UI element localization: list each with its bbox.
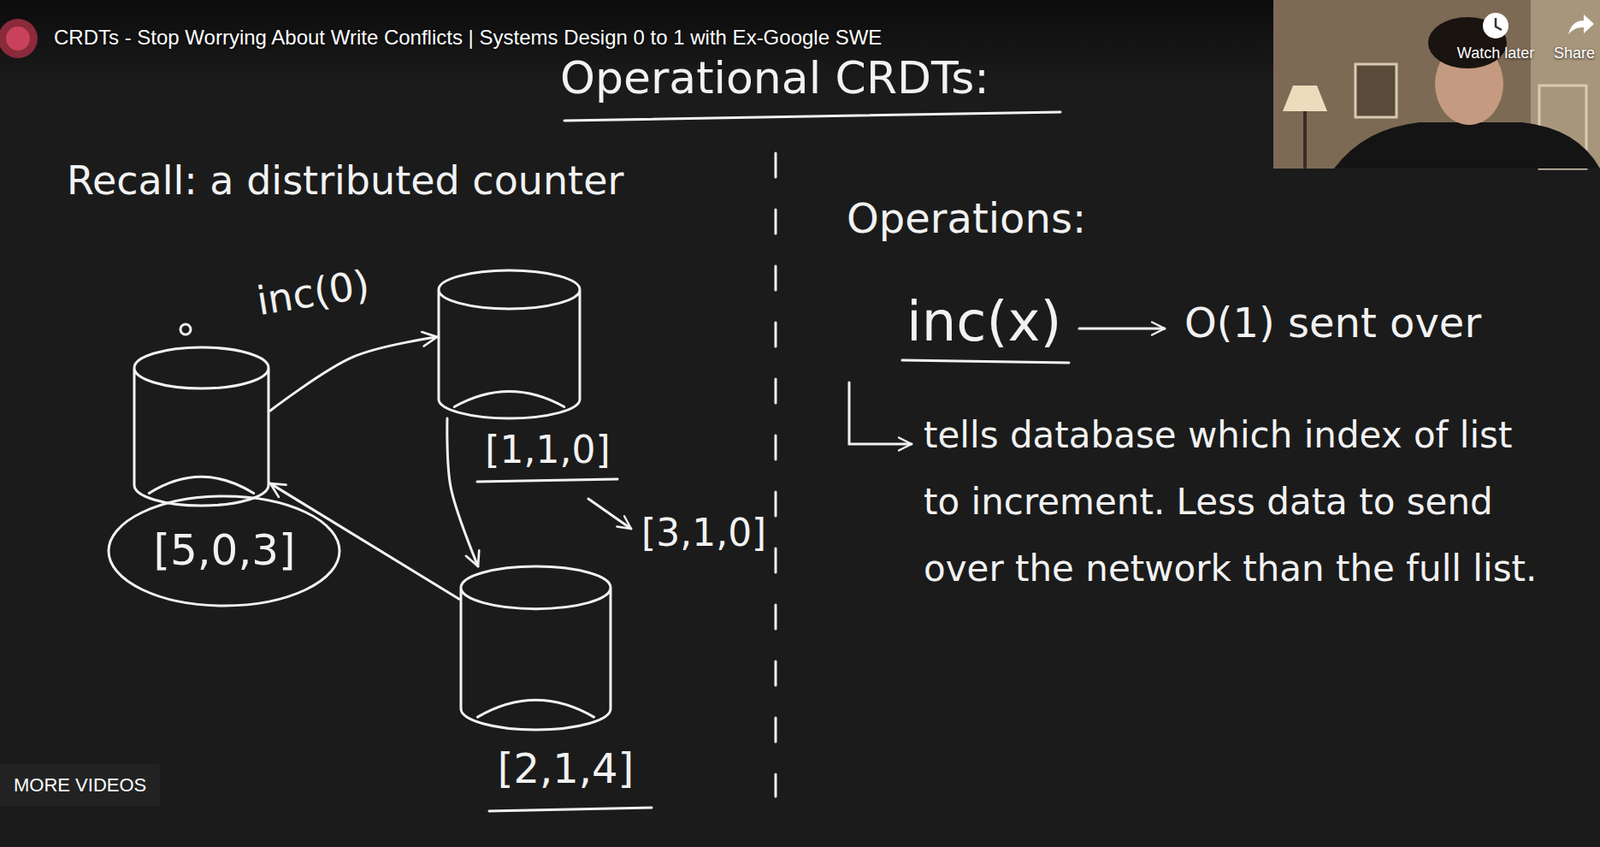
circled-list	[108, 495, 340, 606]
avatar-inner	[5, 26, 30, 51]
shirt	[1334, 122, 1600, 169]
recall-heading: Recall: a distributed counter	[66, 158, 624, 204]
watch-later-icon	[1482, 12, 1509, 39]
cylinder-shape	[438, 270, 580, 419]
result-arrow	[1079, 327, 1165, 331]
explanation: tells database which index of list to in…	[923, 401, 1557, 603]
dot-mark	[180, 324, 191, 335]
lamp-stand	[1303, 111, 1307, 169]
node-value: [5,0,3]	[153, 525, 296, 576]
list-underline	[489, 807, 652, 811]
cost-note: O(1) sent over	[1184, 299, 1482, 347]
arrow-connector	[270, 336, 437, 411]
share-icon	[1568, 14, 1595, 35]
list-underline	[477, 478, 618, 482]
clock-face	[1482, 12, 1509, 39]
presenter-thumbnail	[1273, 0, 1600, 169]
board-title: Operational CRDTs:	[560, 53, 990, 105]
cylinder-shape	[134, 347, 269, 506]
list-value: [3,1,0]	[641, 511, 767, 555]
edge-label: inc(0)	[253, 261, 373, 325]
database-cylinder: [1,1,0]	[436, 270, 582, 419]
leader-arrow	[588, 498, 632, 529]
database-cylinder: [2,1,4]	[459, 566, 613, 730]
cylinder-outline	[132, 347, 271, 506]
cylinder-outline	[436, 270, 582, 419]
title-underline	[564, 112, 1061, 121]
watch-later-text: Watch later	[1457, 44, 1535, 63]
section-heading: Operations:	[846, 194, 1087, 243]
operation-underline	[902, 360, 1069, 363]
room-wall	[1273, 0, 1600, 169]
node-value: [2,1,4]	[497, 744, 635, 792]
divider-line	[774, 153, 778, 797]
bracket-arrow	[849, 382, 912, 444]
share-text: Share	[1553, 44, 1595, 63]
clock-hands	[1495, 17, 1502, 30]
cylinder-shape	[460, 566, 611, 730]
node-value: [1,1,0]	[484, 428, 610, 473]
avatar-circle	[0, 18, 38, 59]
operation-name: inc(x)	[906, 290, 1062, 355]
board-strokes	[108, 112, 1165, 811]
lamp-shade	[1282, 85, 1328, 112]
arrow-connector	[270, 483, 460, 599]
database-cylinder: [5,0,3]	[132, 347, 271, 506]
more-videos-button: MORE VIDEOS	[0, 763, 160, 806]
picture-frame	[1355, 64, 1397, 118]
channel-avatar	[0, 18, 38, 59]
cylinder-outline	[459, 566, 613, 730]
video-title: CRDTs - Stop Worrying About Write Confli…	[53, 25, 882, 50]
arrow-connector	[447, 418, 479, 567]
